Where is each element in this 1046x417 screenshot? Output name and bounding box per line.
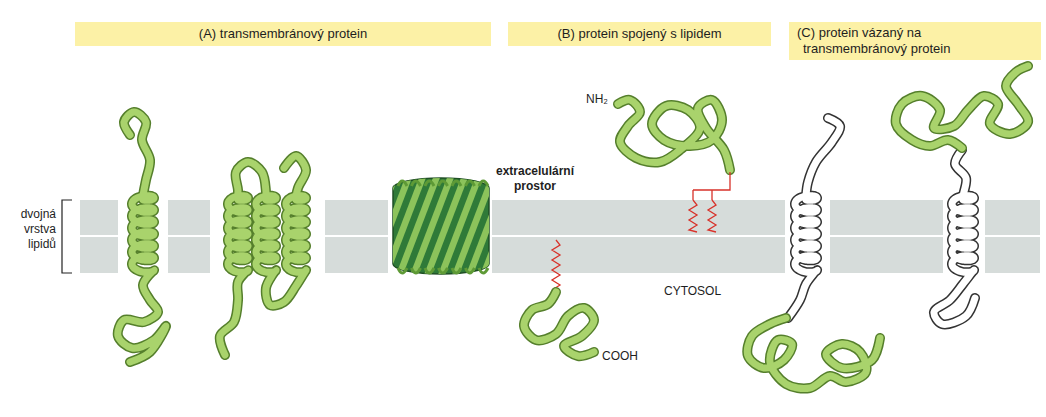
header-band: (B) protein spojený s lipidem — [508, 22, 771, 46]
leaflet-divider — [325, 235, 388, 237]
barrel-strand — [352, 175, 399, 280]
barrel-loop — [479, 181, 488, 186]
header-text: (A) transmembránový protein — [83, 26, 483, 42]
barrel-strand — [324, 175, 371, 280]
bracket — [62, 200, 72, 273]
bilayer-segment — [80, 200, 118, 273]
barrel-loop — [452, 268, 461, 273]
lipid-link — [693, 172, 730, 200]
barrel-loop — [412, 181, 421, 186]
region-label: CYTOSOL — [664, 284, 721, 299]
bound-protein-outline — [747, 318, 880, 389]
leaflet-divider — [80, 235, 118, 237]
lipid-anchored-protein-body — [618, 100, 730, 170]
lipid-tail — [689, 190, 716, 232]
header-band: (C) protein vázaný na transmembránový pr… — [789, 22, 1041, 60]
lipid-anchored-protein-outline — [618, 100, 730, 170]
barrel-loop — [425, 268, 434, 273]
region-label: extracelulární prostor — [488, 164, 582, 194]
transmembrane-protein — [934, 150, 975, 324]
header-text: (C) protein vázaný na transmembránový pr… — [797, 25, 1003, 57]
header-band: (A) transmembránový protein — [75, 22, 491, 46]
barrel-loop — [425, 181, 434, 186]
bound-protein-body — [896, 66, 1028, 148]
bound-protein — [896, 66, 1028, 148]
barrel-loop — [466, 268, 475, 273]
transmembrane-protein — [788, 118, 840, 318]
bound-protein-outline — [896, 66, 1028, 148]
bilayer-segment — [830, 200, 943, 273]
transmembrane-protein-outline — [788, 118, 840, 318]
barrel-strand — [310, 175, 357, 280]
multi-pass-protein — [220, 156, 306, 355]
lipid-anchored-protein — [618, 100, 730, 170]
barrel-loop — [479, 268, 488, 273]
leaflet-divider — [168, 235, 210, 237]
bilayer-segment — [492, 200, 785, 273]
lipid-anchored-protein-body — [524, 292, 594, 356]
header-text: (B) protein spojený s lipidem — [516, 26, 763, 42]
leaflet-divider — [492, 235, 785, 237]
lipid-tail — [552, 240, 560, 290]
bound-protein-body — [747, 318, 880, 389]
multi-pass-protein-outline — [220, 156, 306, 355]
barrel-loop — [439, 268, 448, 273]
single-pass-protein — [118, 112, 166, 362]
barrel-strand — [296, 175, 343, 280]
bilayer-segment — [325, 200, 388, 273]
transmembrane-protein-outline — [934, 150, 975, 324]
barrel-loop — [439, 181, 448, 186]
barrel-loop — [452, 181, 461, 186]
terminus-label: NH₂ — [586, 92, 608, 107]
bilayer-segment — [168, 200, 210, 273]
leaflet-divider — [830, 235, 943, 237]
bilayer-label: dvojná vrstva lipidů — [2, 207, 56, 252]
barrel-loop — [398, 181, 407, 186]
barrel-loop — [466, 181, 475, 186]
single-pass-protein-outline — [118, 112, 166, 362]
leaflet-divider — [985, 235, 1040, 237]
lipid-anchored-protein — [524, 292, 594, 356]
barrel-loop — [412, 268, 421, 273]
terminus-label: COOH — [602, 349, 638, 364]
lipid-anchored-protein-outline — [524, 292, 594, 356]
bilayer-segment — [985, 200, 1040, 273]
bound-protein — [747, 318, 880, 389]
transmembrane-protein-body — [934, 150, 975, 324]
barrel-loop — [398, 268, 407, 273]
single-pass-protein-body — [118, 112, 166, 362]
barrel-strand — [338, 175, 385, 280]
transmembrane-protein-body — [788, 118, 840, 318]
multi-pass-protein-body — [220, 156, 306, 355]
